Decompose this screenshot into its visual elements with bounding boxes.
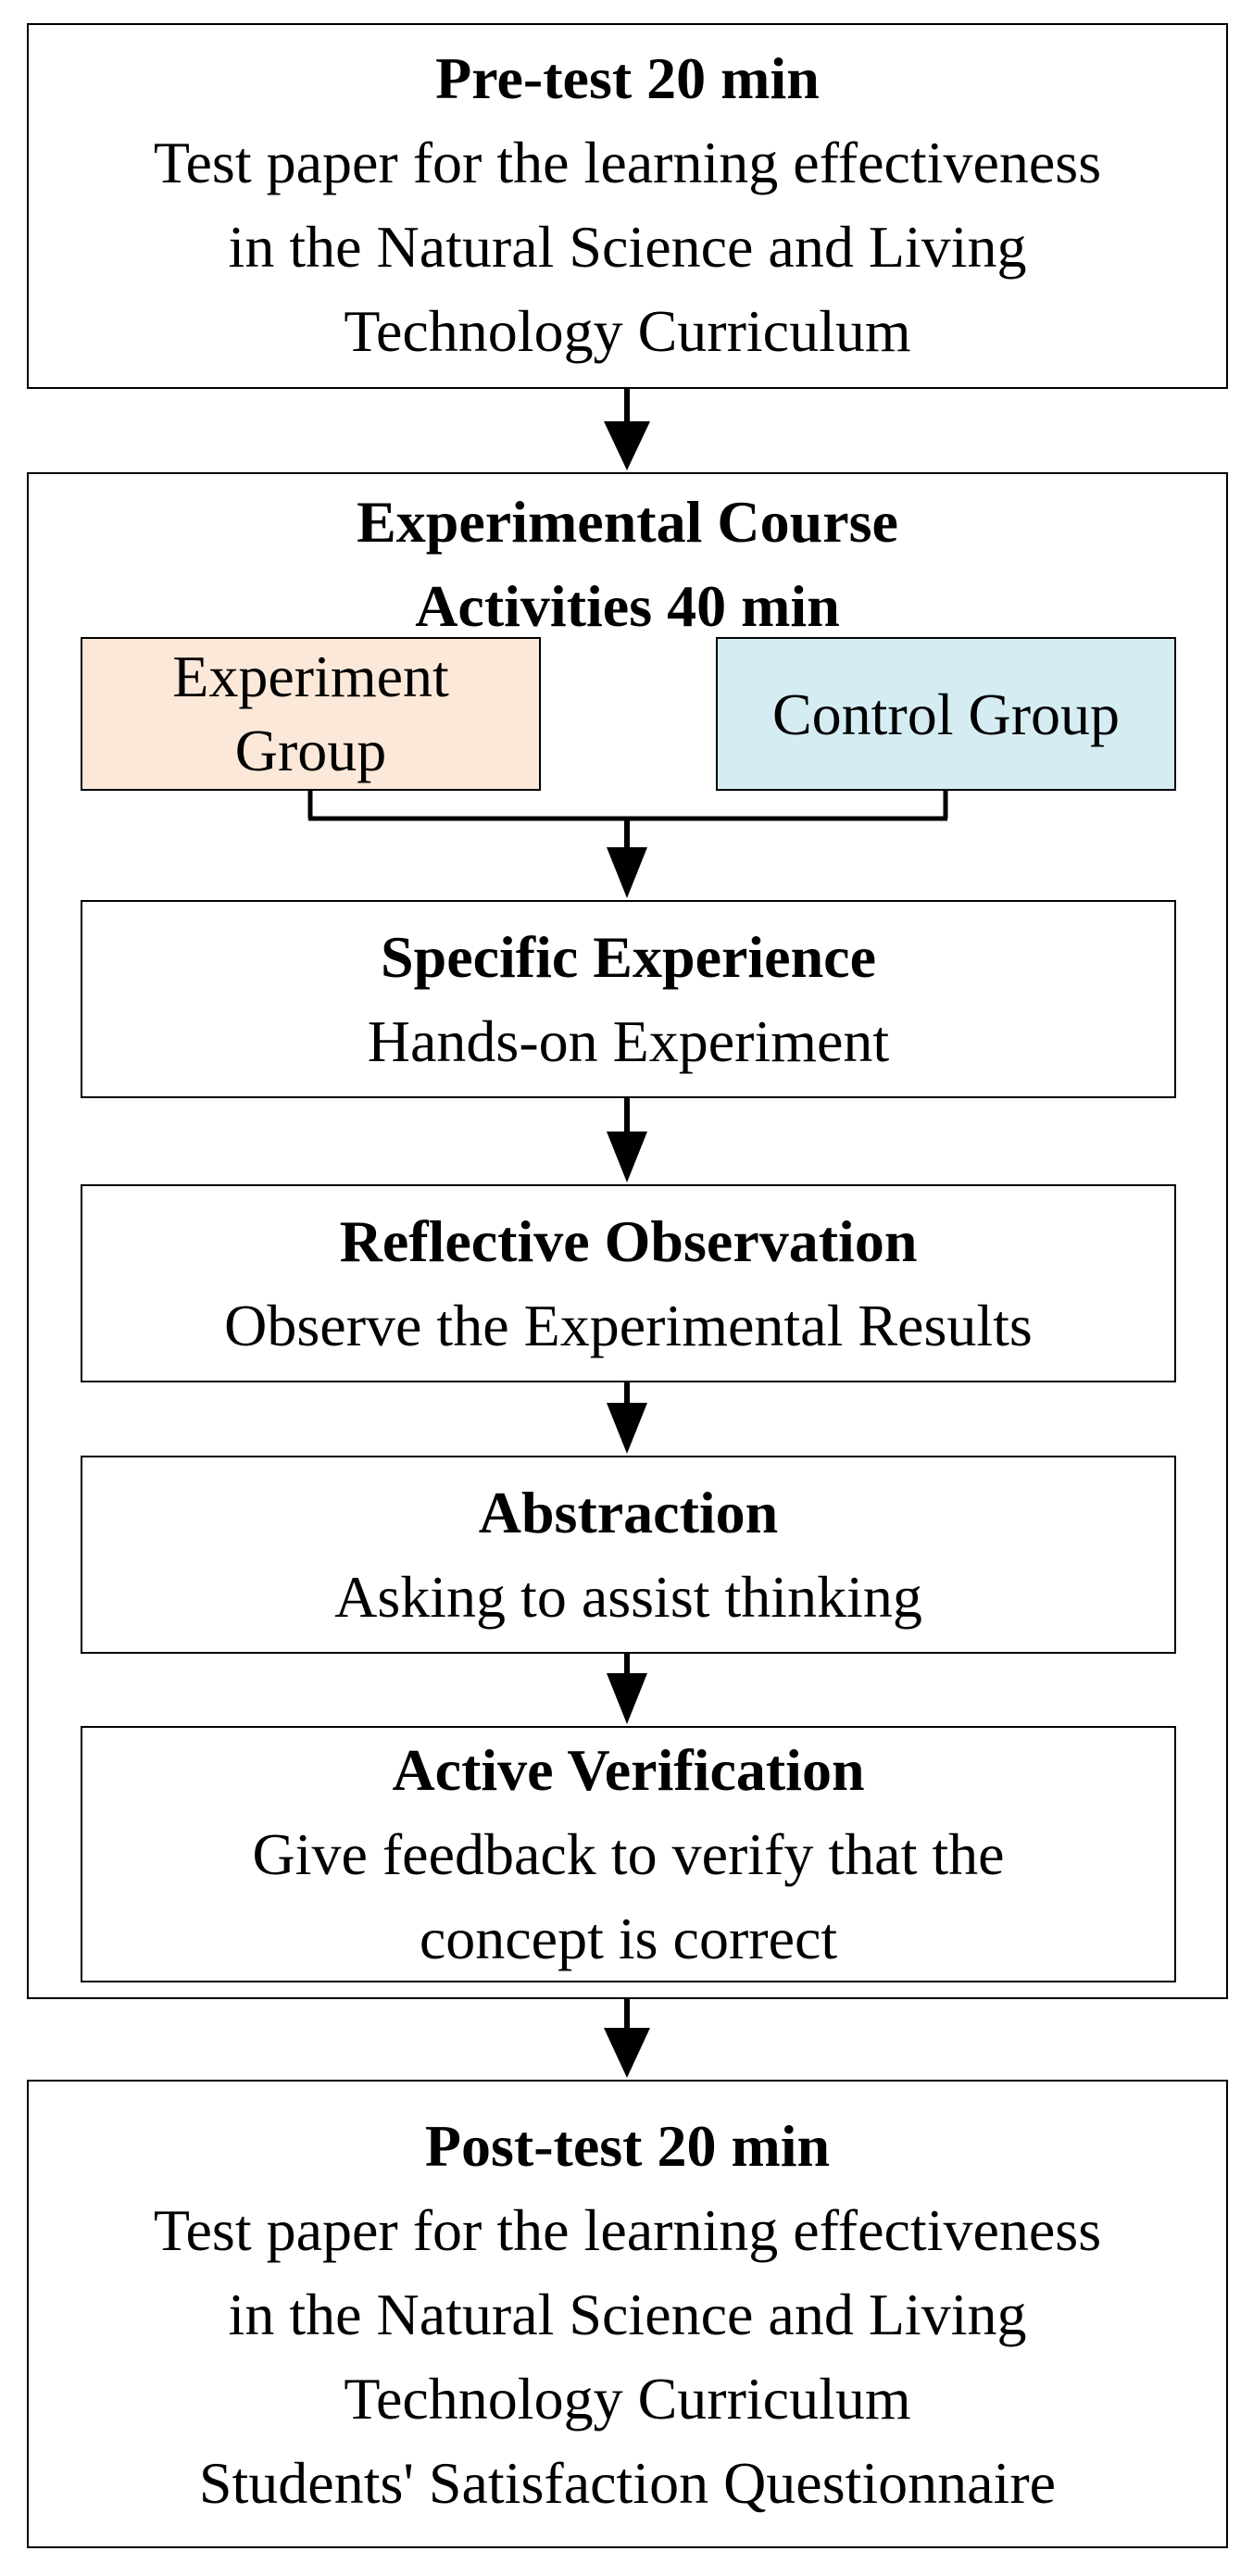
experiment-group-box: Experiment Group (81, 637, 541, 791)
arrow-groups-to-step1 (307, 791, 948, 898)
pre-test-box: Pre-test 20 min Test paper for the learn… (27, 23, 1228, 389)
post-test-line-3: Technology Curriculum (344, 2365, 911, 2432)
course-title-line-2: Activities 40 min (415, 573, 840, 639)
step-abstraction: Abstraction Asking to assist thinking (81, 1456, 1176, 1654)
experiment-group-line-2: Group (234, 718, 387, 783)
control-group-label: Control Group (771, 681, 1121, 747)
step-title: Reflective Observation (339, 1208, 918, 1274)
pre-test-line-1: Test paper for the learning effectivenes… (153, 130, 1102, 195)
step-description-line-2: concept is correct (419, 1906, 838, 1971)
arrow-step2-to-step3 (607, 1382, 647, 1454)
step-specific-experience: Specific Experience Hands-on Experiment (81, 900, 1176, 1098)
step-reflective-observation: Reflective Observation Observe the Exper… (81, 1184, 1176, 1382)
step-description: Hands-on Experiment (367, 1008, 890, 1074)
arrow-course-to-post (604, 1999, 650, 2078)
arrow-pre-to-course (604, 389, 650, 470)
control-group-box: Control Group (716, 637, 1176, 791)
course-title: Experimental Course Activities 40 min (29, 480, 1226, 648)
post-test-line-2: in the Natural Science and Living (228, 2281, 1027, 2347)
post-test-line-1: Test paper for the learning effectivenes… (153, 2196, 1102, 2263)
step-description-line-1: Give feedback to verify that the (252, 1821, 1005, 1887)
experiment-group-line-1: Experiment (172, 644, 449, 709)
step-title: Abstraction (478, 1480, 779, 1545)
post-test-line-4: Students' Satisfaction Questionnaire (198, 2449, 1057, 2516)
step-title: Specific Experience (381, 924, 876, 990)
step-title: Active Verification (392, 1737, 865, 1803)
step-active-verification: Active Verification Give feedback to ver… (81, 1726, 1176, 1982)
pre-test-line-2: in the Natural Science and Living (228, 214, 1027, 280)
pre-test-line-3: Technology Curriculum (344, 298, 911, 364)
arrow-step1-to-step2 (607, 1098, 647, 1182)
post-test-title: Post-test 20 min (424, 2112, 831, 2179)
post-test-box: Post-test 20 min Test paper for the lear… (27, 2080, 1228, 2548)
arrow-step3-to-step4 (607, 1654, 647, 1724)
course-title-line-1: Experimental Course (357, 489, 898, 555)
step-description: Observe the Experimental Results (224, 1293, 1033, 1358)
experimental-course-box: Experimental Course Activities 40 min (27, 472, 1228, 1999)
step-description: Asking to assist thinking (334, 1564, 922, 1630)
pre-test-title: Pre-test 20 min (435, 45, 820, 111)
